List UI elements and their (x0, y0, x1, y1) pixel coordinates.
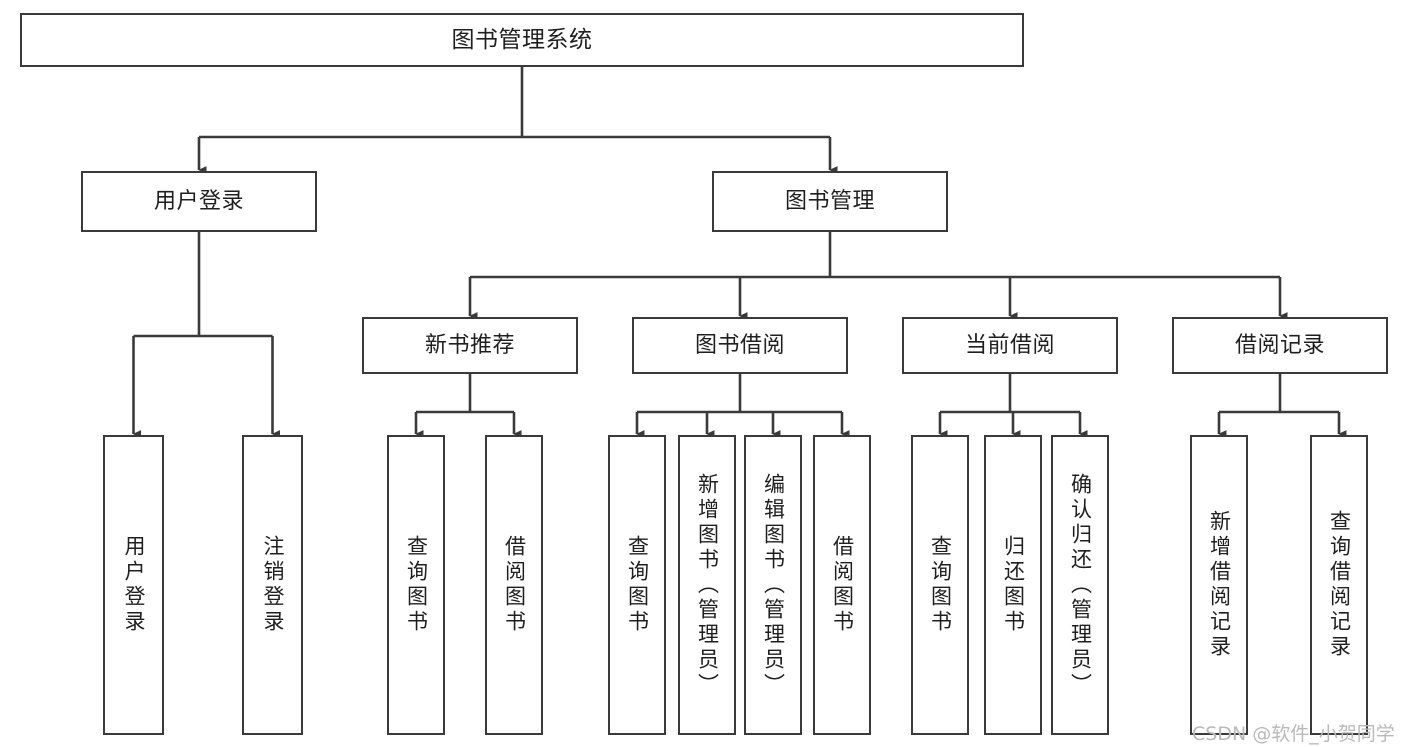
node-label: 用户登录 (122, 535, 146, 635)
node-label: 借阅图书 (502, 535, 527, 635)
node-label: 查询图书 (404, 535, 429, 635)
node-leaf-borrow-book-1[interactable]: 借阅图书 (485, 435, 543, 735)
node-leaf-return-book[interactable]: 归还图书 (984, 435, 1042, 735)
node-label: 查询图书 (625, 535, 650, 635)
node-label: 注销登录 (261, 535, 285, 635)
node-leaf-query-borrow-record[interactable]: 查询借阅记录 (1310, 435, 1368, 735)
node-book-manage[interactable]: 图书管理 (712, 171, 948, 232)
node-label: 查询图书 (928, 535, 953, 635)
node-leaf-add-borrow-record[interactable]: 新增借阅记录 (1190, 435, 1248, 735)
node-label: 新增图书（管理员） (695, 472, 720, 698)
node-label: 借阅图书 (830, 535, 855, 635)
node-label: 当前借阅 (964, 332, 1055, 358)
node-leaf-query-book-1[interactable]: 查询图书 (387, 435, 445, 735)
node-label: 新增借阅记录 (1207, 510, 1232, 660)
node-user-login[interactable]: 用户登录 (81, 171, 317, 232)
node-leaf-query-book-3[interactable]: 查询图书 (911, 435, 969, 735)
node-leaf-logout[interactable]: 注销登录 (242, 435, 303, 735)
node-borrow-record[interactable]: 借阅记录 (1172, 317, 1388, 374)
node-label: 图书借阅 (694, 332, 785, 358)
node-root[interactable]: 图书管理系统 (20, 13, 1024, 67)
node-current-borrow[interactable]: 当前借阅 (902, 317, 1118, 374)
node-label: 确认归还（管理员） (1068, 472, 1093, 698)
node-leaf-add-book[interactable]: 新增图书（管理员） (678, 435, 736, 735)
node-label: 用户登录 (153, 188, 244, 214)
node-leaf-user-login[interactable]: 用户登录 (103, 435, 164, 735)
node-new-book-recommend[interactable]: 新书推荐 (362, 317, 578, 374)
node-book-borrow[interactable]: 图书借阅 (632, 317, 848, 374)
node-label: 借阅记录 (1234, 332, 1325, 358)
node-label: 查询借阅记录 (1327, 510, 1352, 660)
node-label: 图书管理系统 (451, 26, 593, 53)
edges-group (132, 67, 1347, 438)
node-label: 编辑图书（管理员） (761, 472, 786, 698)
node-leaf-query-book-2[interactable]: 查询图书 (608, 435, 666, 735)
node-leaf-confirm-return[interactable]: 确认归还（管理员） (1051, 435, 1109, 735)
node-label: 图书管理 (784, 188, 875, 214)
node-leaf-edit-book[interactable]: 编辑图书（管理员） (744, 435, 802, 735)
node-leaf-borrow-book-2[interactable]: 借阅图书 (813, 435, 871, 735)
node-label: 归还图书 (1001, 535, 1026, 635)
node-label: 新书推荐 (424, 332, 515, 358)
